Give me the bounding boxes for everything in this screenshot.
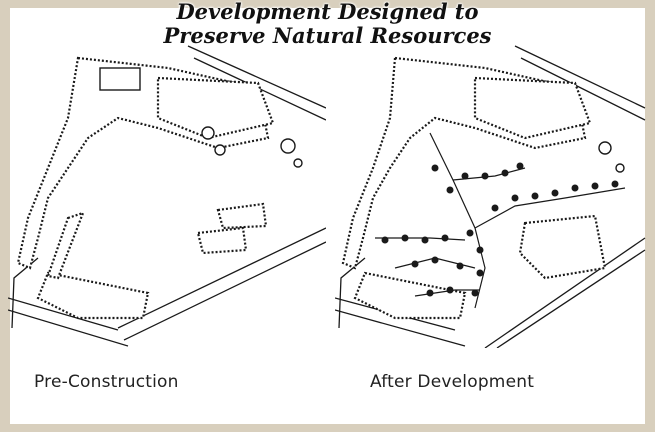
road-edge [335,309,466,347]
forest-patch [196,226,248,255]
home [466,229,474,237]
road-edge [117,227,326,329]
home [476,269,484,277]
forest-patch [36,271,150,320]
home [446,286,454,294]
after-development-map [335,45,646,348]
home [491,204,499,212]
home [401,234,409,242]
forest-patch [473,76,592,140]
home [516,162,524,170]
road-edge [520,57,646,121]
road-edge [8,297,119,331]
home [551,189,559,197]
caption-pre-construction: Pre-Construction [34,372,179,392]
road-edge [496,249,646,348]
forest-patch [156,76,275,140]
home [476,246,484,254]
cul-de-sac-road [375,237,466,241]
home [431,256,439,264]
tree [293,158,303,168]
home [461,172,469,180]
cul-de-sac-road [474,187,626,229]
existing-structure [99,67,141,91]
road-edge [514,45,646,109]
road-edge [484,237,646,348]
home [501,169,509,177]
home [441,234,449,242]
title-line-1: Development Designed to [176,0,479,24]
tree [214,144,226,156]
home [471,289,479,297]
home [446,186,454,194]
caption-after-development: After Development [370,372,535,392]
home [511,194,519,202]
forest-strip [46,211,85,280]
title-line-2: Preserve Natural Resources [163,23,492,48]
home [611,180,619,188]
road-edge [187,45,326,109]
home [411,260,419,268]
home [426,289,434,297]
home [456,262,464,270]
road-edge [8,309,129,347]
figure-title: Development Designed to Preserve Natural… [0,0,655,48]
home [591,182,599,190]
forest-patch [353,271,467,320]
home [431,164,439,172]
home [381,236,389,244]
pre-construction-map [8,45,326,347]
forest-patch [216,202,268,230]
tree [615,163,625,173]
home [481,172,489,180]
cul-de-sac-road [429,132,486,309]
tree [598,141,612,155]
forest-patch [518,214,607,280]
home [571,184,579,192]
home [421,236,429,244]
home [531,192,539,200]
road-edge [123,241,326,341]
tree [280,138,296,154]
tree [201,126,215,140]
